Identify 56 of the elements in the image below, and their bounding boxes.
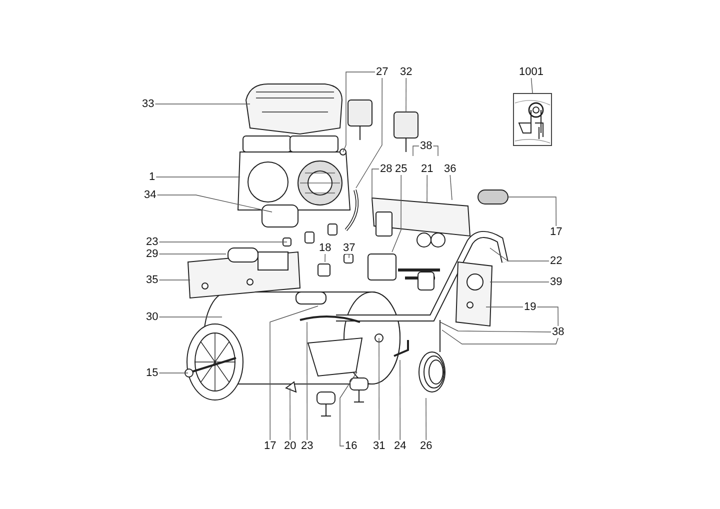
callout-number: 17 <box>263 440 278 452</box>
leader-line <box>440 322 552 332</box>
leader-line <box>324 254 326 262</box>
leader-line <box>372 168 380 200</box>
callout-number: 16 <box>344 440 358 452</box>
leader-line <box>490 248 550 262</box>
callout-number: 29 <box>145 248 160 260</box>
callout-number: 24 <box>393 440 408 452</box>
leader-line <box>158 316 222 318</box>
callout-number: 26 <box>419 440 434 452</box>
leader-line <box>426 174 428 204</box>
callout-number: 28 <box>379 163 394 175</box>
callout-number: 21 <box>420 163 434 175</box>
leader-line <box>530 78 533 94</box>
callout-number: 1 <box>148 171 156 183</box>
leader-line <box>442 330 558 344</box>
callout-number: 19 <box>523 301 538 313</box>
leader-line <box>342 72 376 152</box>
callout-number: 35 <box>145 274 160 286</box>
leader-line <box>156 194 272 212</box>
leader-line <box>450 174 452 200</box>
callout-number: 25 <box>394 163 408 175</box>
callout-number: 18 <box>318 242 332 254</box>
callout-number: 27 <box>375 66 390 78</box>
leader-line <box>348 254 350 258</box>
leader-line <box>432 146 438 156</box>
leader-line <box>536 306 558 326</box>
callout-number: 23 <box>300 440 314 452</box>
callout-number: 38 <box>419 140 434 152</box>
leader-line <box>412 146 420 156</box>
leader-line <box>270 306 318 440</box>
callout-number: 17 <box>549 226 564 238</box>
callout-number: 39 <box>549 276 564 288</box>
callout-number: 32 <box>399 66 414 78</box>
leader-line <box>378 338 380 440</box>
callout-number: 22 <box>549 255 564 267</box>
wiring-label-picture <box>513 93 552 146</box>
leader-line <box>306 322 308 440</box>
callout-number: 15 <box>145 367 160 379</box>
leader-line <box>508 196 556 226</box>
leader-line <box>356 78 382 188</box>
callout-number: 37 <box>342 242 356 254</box>
leader-line <box>158 372 188 374</box>
callout-number: 30 <box>145 311 160 323</box>
leader-line <box>156 176 240 178</box>
leader-line <box>392 174 402 252</box>
leader-line <box>486 306 524 308</box>
leader-line <box>340 372 358 446</box>
callout-number: 34 <box>143 189 158 201</box>
callout-number: 33 <box>141 98 156 110</box>
callout-number: 38 <box>551 326 566 338</box>
callout-number: 31 <box>372 440 386 452</box>
callout-number: 23 <box>145 236 160 248</box>
callout-number: 1001 <box>518 66 544 78</box>
callout-number: 36 <box>443 163 458 175</box>
callout-number: 20 <box>283 440 298 452</box>
